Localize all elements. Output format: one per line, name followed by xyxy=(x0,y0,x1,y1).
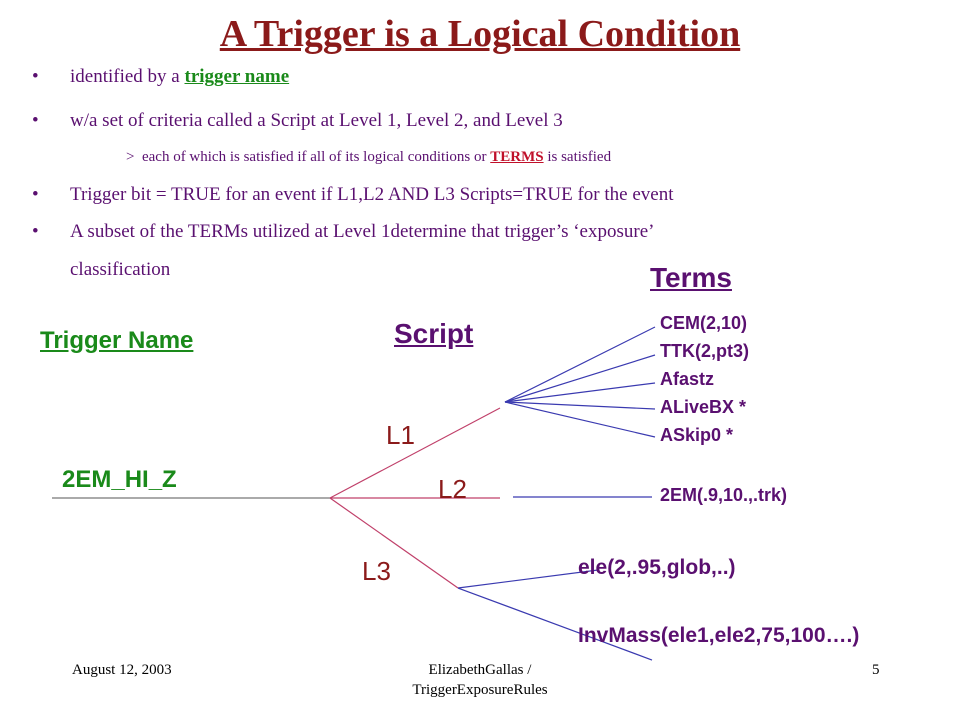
bullet-dot: • xyxy=(32,110,39,131)
trigger-name-value: 2EM_HI_Z xyxy=(62,466,177,493)
l1-term-line-5 xyxy=(504,401,656,438)
l2-term: 2EM(.9,10.,.trk) xyxy=(660,485,788,505)
l3-term-line-2 xyxy=(457,587,653,661)
level-l3: L3 xyxy=(362,556,391,586)
sub-bullet: > each of which is satisfied if all of i… xyxy=(126,149,612,165)
terms-heading: Terms xyxy=(650,262,732,293)
level-l1: L1 xyxy=(386,420,415,450)
trigger-name-heading: Trigger Name xyxy=(40,327,194,354)
l1-term: ALiveBX * xyxy=(660,397,747,417)
l1-term-line-3 xyxy=(504,382,656,403)
level-l2: L2 xyxy=(438,474,467,504)
bullet-dot: • xyxy=(32,66,39,87)
l1-term: TTK(2,pt3) xyxy=(660,341,749,361)
l1-term: Afastz xyxy=(660,369,715,389)
l3-term: ele(2,.95,glob,..) xyxy=(578,556,736,579)
keyword-terms: TERMS xyxy=(490,149,544,165)
l1-term-line-4 xyxy=(504,401,656,410)
l1-term: CEM(2,10) xyxy=(660,313,748,333)
l3-term: InvMass(ele1,ele2,75,100….) xyxy=(578,624,860,647)
footer-page-number: 5 xyxy=(872,662,880,678)
l1-term-line-2 xyxy=(504,354,656,403)
footer-date: August 12, 2003 xyxy=(72,662,172,678)
footer-author: ElizabethGallas / TriggerExposureRules xyxy=(412,662,548,698)
bullet-dot: • xyxy=(32,184,39,205)
script-heading: Script xyxy=(394,318,474,349)
slide-title: A Trigger is a Logical Condition xyxy=(219,13,741,55)
bullet-dot: • xyxy=(32,221,39,242)
l3-term-line-1 xyxy=(457,569,599,589)
bullet-4-continuation: classification xyxy=(70,259,171,280)
l1-term-line-1 xyxy=(504,326,656,403)
sub-bullet-marker: > xyxy=(126,149,135,165)
l1-term: ASkip0 * xyxy=(660,425,734,445)
keyword-trigger-name: trigger name xyxy=(184,66,290,87)
connector-l1 xyxy=(329,407,501,499)
connector-l3 xyxy=(329,497,459,589)
